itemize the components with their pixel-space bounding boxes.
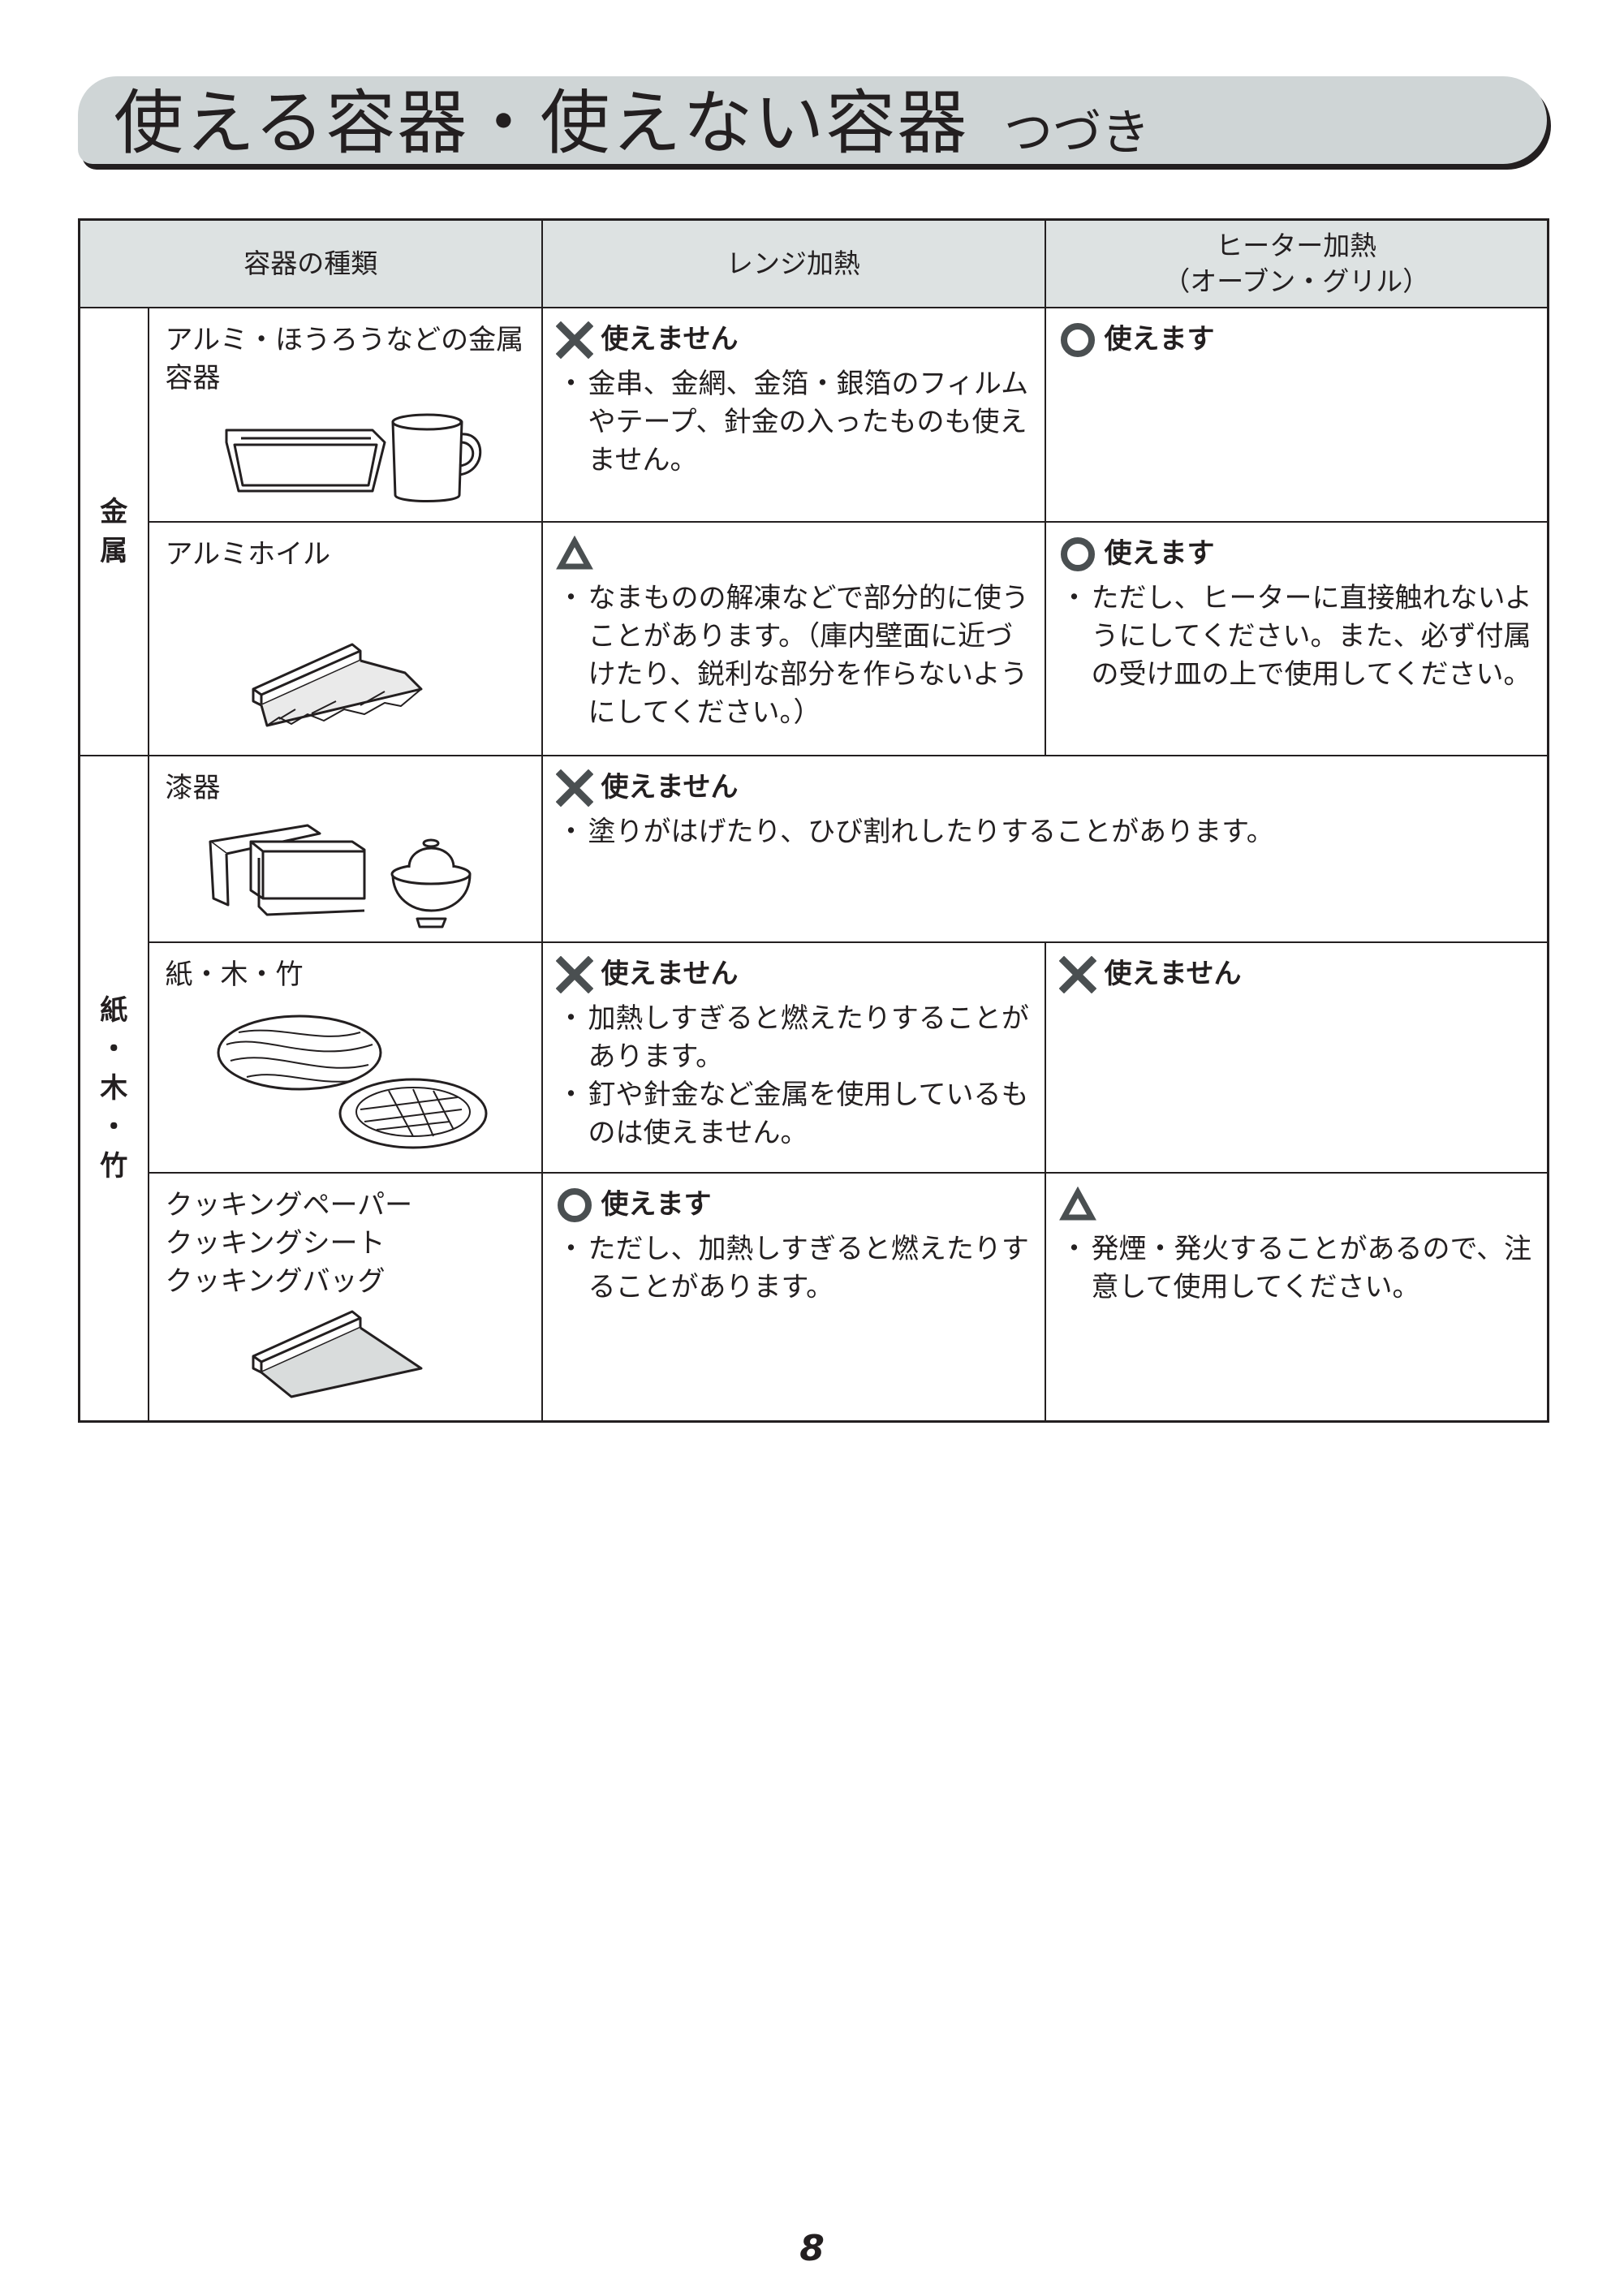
header-container-type: 容器の種類: [78, 218, 543, 308]
cross-icon: [555, 321, 593, 359]
title-bar: [78, 76, 1547, 164]
list-item: 塗りがはげたり、ひび割れしたりすることがあります。: [556, 813, 1538, 851]
list-item: ただし、ヒーターに直接触れないようにしてください。また、必ず付属の受け皿の上で使…: [1059, 579, 1538, 694]
page-number: 8: [799, 2228, 825, 2269]
cross-icon: [555, 955, 593, 993]
foil-microwave: なまものの解凍などで部分的に使うことがあります。（庫内壁面に近づけたり、鋭利な部…: [541, 520, 1046, 756]
circle-icon: [1060, 536, 1095, 571]
page-title: 使える容器・使えない容器: [114, 83, 969, 164]
category-metal: 金属: [78, 306, 149, 756]
header-microwave: レンジ加熱: [541, 218, 1046, 308]
row-name-cooking-paper: クッキングペーパー クッキングシート クッキングバッグ: [147, 1171, 543, 1423]
foil-illustration: [252, 643, 422, 726]
wood-plate-illustration: [217, 1014, 487, 1148]
row-name-aluminum-ware: アルミ・ほうろうなどの金属 容器: [147, 306, 543, 523]
circle-icon: [1060, 322, 1095, 357]
table-header-row: 容器の種類 レンジ加熱 ヒーター加熱（オーブン・グリル）: [78, 218, 1549, 308]
cross-icon: [1058, 955, 1096, 993]
lacquer-all-heating: 使えません 塗りがはげたり、ひび割れしたりすることがあります。: [541, 754, 1549, 943]
cooking-sheet-illustration: [252, 1310, 422, 1398]
container-table: 容器の種類 レンジ加熱 ヒーター加熱（オーブン・グリル） 金属 アルミ・ほうろう…: [78, 218, 1549, 1423]
aluminum-ware-heater: 使えます: [1044, 306, 1549, 523]
row-name-wood: 紙・木・竹: [147, 941, 543, 1174]
table-row: 紙・木・竹 漆器: [78, 754, 1549, 1423]
triangle-icon: [555, 535, 593, 569]
header-heater: ヒーター加熱（オーブン・グリル）: [1044, 218, 1549, 308]
circle-icon: [557, 1187, 592, 1222]
row-name-foil: アルミホイル: [147, 520, 543, 756]
lacquer-illustration: [209, 824, 471, 928]
table-row: 金属 アルミ・ほうろうなどの金属 容器 使えません: [78, 306, 1549, 756]
wood-heater: 使えません: [1044, 941, 1549, 1174]
row-name-lacquer: 漆器: [147, 754, 543, 943]
table-row: アルミホイル なまものの解凍などで部分的に使うことがあります。（庫内壁面に近づけ…: [80, 520, 1549, 756]
list-item: なまものの解凍などで部分的に使うことがあります。（庫内壁面に近づけたり、鋭利な部…: [556, 579, 1035, 732]
cross-icon: [555, 769, 593, 807]
triangle-icon: [1058, 1186, 1096, 1220]
page-subtitle: つづき: [1004, 105, 1150, 162]
category-paper-wood-bamboo: 紙・木・竹: [78, 754, 149, 1423]
aluminum-ware-microwave: 使えません 金串、金網、金箔・銀箔のフィルムやテープ、針金の入ったものも使えませ…: [541, 306, 1046, 523]
metal-container-illustration: [225, 413, 481, 502]
foil-heater: 使えます ただし、ヒーターに直接触れないようにしてください。また、必ず付属の受け…: [1044, 520, 1549, 756]
table-row: クッキングペーパー クッキングシート クッキングバッグ 使えます ただし、加熱し…: [80, 1171, 1549, 1423]
